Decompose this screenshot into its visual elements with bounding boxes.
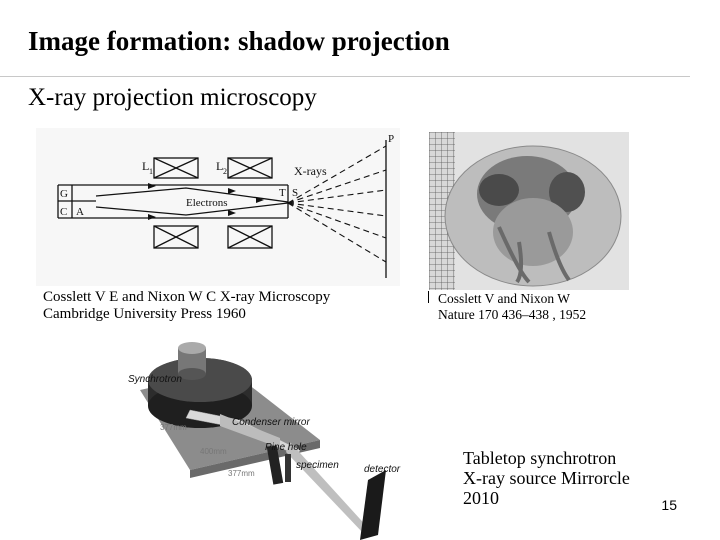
synchrotron-caption-line: X-ray source Mirrorcle [463, 468, 630, 488]
label-l2-sub: 2 [223, 167, 227, 176]
insect-micrograph [429, 132, 629, 290]
micrograph-caption-line: Nature 170 436–438 , 1952 [438, 307, 587, 322]
label-distance-2: 400mm [200, 447, 227, 456]
label-synchrotron: Synchrotron [128, 374, 182, 385]
synchrotron-caption: Tabletop synchrotron X-ray source Mirror… [463, 448, 630, 508]
diagram-caption-line: Cosslett V E and Nixon W C X-ray Microsc… [43, 289, 331, 305]
label-specimen: specimen [296, 460, 339, 471]
label-c: C [60, 206, 67, 218]
page-number: 15 [661, 497, 677, 513]
label-pinhole: Pine hole [265, 442, 307, 453]
slide-title: Image formation: shadow projection [28, 26, 450, 56]
synchrotron-caption-line: Tabletop synchrotron [463, 448, 617, 468]
title-divider [0, 76, 690, 77]
label-distance-3: 377mm [228, 469, 255, 478]
label-condenser: Condenser mirror [232, 417, 310, 428]
label-detector: detector [364, 464, 401, 475]
caption-marker [428, 291, 429, 303]
tabletop-synchrotron-illustration: Synchrotron Condenser mirror Pine hole s… [120, 330, 405, 540]
diagram-caption: Cosslett V E and Nixon W C X-ray Microsc… [43, 289, 330, 323]
label-l1-sub: 1 [149, 167, 153, 176]
diagram-caption-line: Cambridge University Press 1960 [43, 306, 246, 322]
micrograph-caption: Cosslett V and Nixon W Nature 170 436–43… [438, 291, 586, 323]
slide-subtitle: X-ray projection microscopy [28, 84, 317, 111]
micrograph-caption-line: Cosslett V and Nixon W [438, 291, 571, 306]
label-l2: L [216, 159, 223, 173]
synchrotron-caption-line: 2010 [463, 488, 499, 508]
label-xrays: X-rays [294, 164, 327, 178]
label-s: S [292, 187, 298, 199]
label-a: A [76, 206, 84, 218]
label-l1: L [142, 159, 149, 173]
label-electrons: Electrons [186, 197, 228, 209]
projection-microscope-diagram: L 1 L 2 X-rays Electrons G C A T S P [36, 128, 400, 286]
label-p: P [388, 133, 394, 145]
label-g: G [60, 188, 68, 200]
label-t: T [279, 187, 286, 199]
label-distance-1: 377mm [160, 423, 187, 432]
